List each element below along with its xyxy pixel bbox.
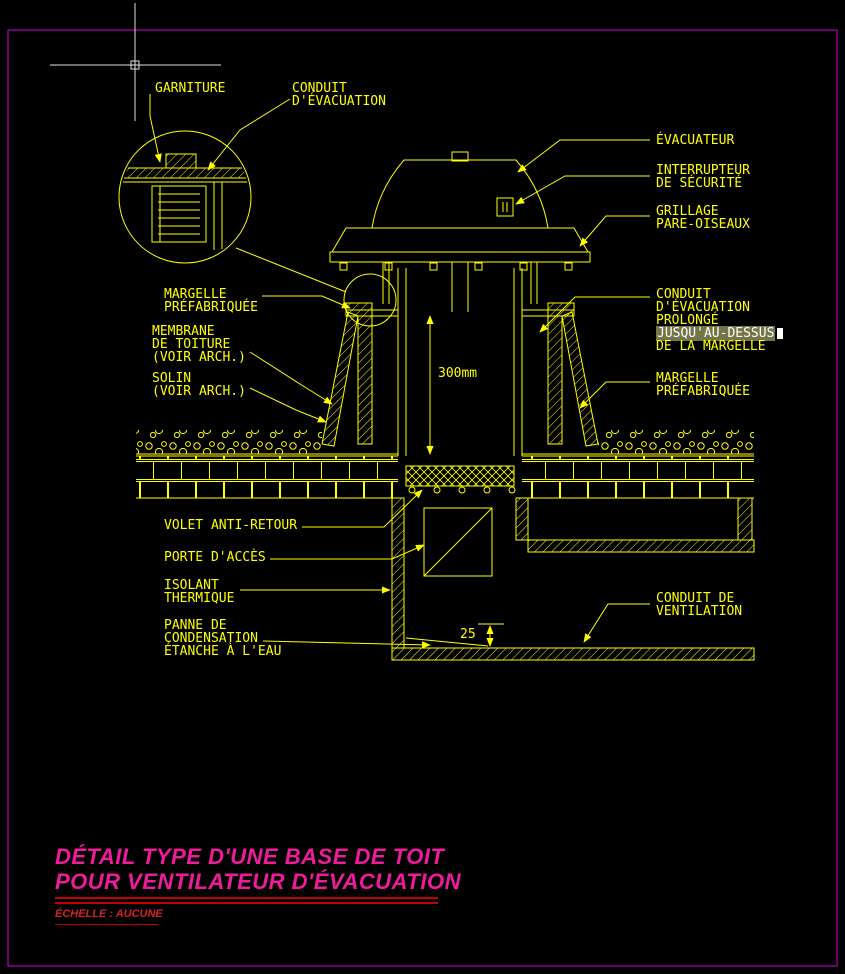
leader-lines [149, 94, 650, 649]
dimension-lines [426, 315, 504, 649]
highlighted-text[interactable]: JUSQU'AU-DESSUS [656, 326, 776, 341]
roof-curb [321, 268, 599, 456]
crosshair-cursor [50, 3, 221, 121]
label-margelle-right: MARGELLE PRÉFABRIQUÉE [656, 371, 750, 399]
label-porte: PORTE D'ACCÈS [164, 550, 266, 565]
label-conduit-evacuation: CONDUIT D'ÉVACUATION [292, 81, 386, 109]
drawing-title: DÉTAIL TYPE D'UNE BASE DE TOIT POUR VENT… [55, 844, 461, 894]
label-conduit-ventilation: CONDUIT DE VENTILATION [656, 591, 743, 619]
label-isolant: ISOLANT THERMIQUE [164, 578, 235, 606]
label-volet: VOLET ANTI-RETOUR [164, 518, 298, 533]
label-grillage: GRILLAGE PARE-OISEAUX [656, 204, 750, 232]
dimension-25: 25 [460, 627, 476, 642]
ventilation-duct [391, 465, 755, 661]
label-interrupteur: INTERRUPTEUR DE SÉCURITÉ [656, 163, 750, 191]
scale-note: ÉCHELLE : AUCUNE [55, 908, 163, 920]
access-door [423, 507, 493, 577]
label-garniture: GARNITURE [155, 81, 226, 96]
label-solin: SOLIN (VOIR ARCH.) [152, 371, 246, 399]
scale-underline [55, 924, 158, 925]
exhaust-fan [329, 151, 591, 312]
backdraft-damper [405, 465, 516, 494]
label-membrane: MEMBRANE DE TOITURE (VOIR ARCH.) [152, 324, 246, 365]
label-margelle-left: MARGELLE PRÉFABRIQUÉE [164, 287, 258, 315]
title-line-1: DÉTAIL TYPE D'UNE BASE DE TOIT [55, 844, 445, 869]
label-conduit-prolonge: CONDUIT D'ÉVACUATION PROLONGÉ JUSQU'AU-D… [656, 288, 784, 353]
safety-switch [496, 197, 514, 217]
label-panne: PANNE DE CONDENSATION ÉTANCHE À L'EAU [164, 618, 282, 659]
title-underline-2 [55, 902, 438, 904]
text-cursor [777, 328, 784, 339]
title-line-2: POUR VENTILATEUR D'ÉVACUATION [55, 869, 461, 894]
roof-assembly [136, 430, 754, 499]
label-evacuateur: ÉVACUATEUR [656, 133, 735, 148]
condensate-pan [405, 637, 489, 647]
dimension-300mm: 300mm [438, 366, 478, 381]
title-underline-1 [55, 897, 438, 899]
sheet-border [7, 29, 838, 967]
detail-balloon [118, 130, 397, 327]
